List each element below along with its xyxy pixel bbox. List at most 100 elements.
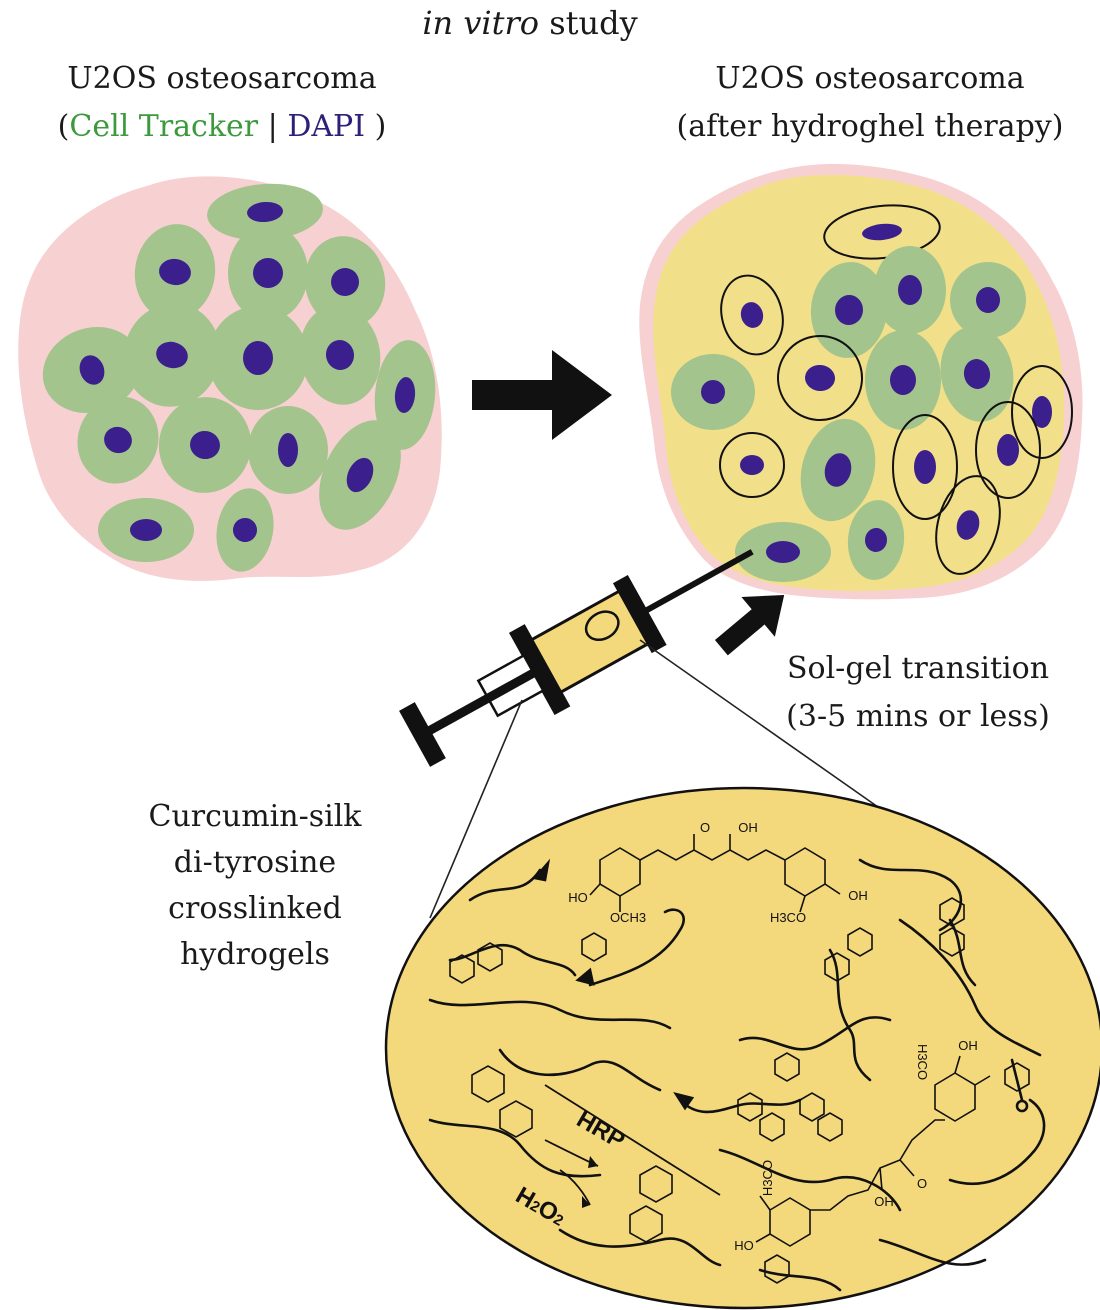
cell: [304, 236, 386, 328]
left-panel-title: U2OS osteosarcoma: [67, 61, 376, 96]
cell: [671, 354, 755, 430]
svg-text:crosslinked: crosslinked: [168, 891, 342, 926]
transition-time: (3-5 mins or less): [786, 699, 1050, 734]
cell-nucleus: [862, 223, 902, 241]
curcumin-hydroxyl-label: HO: [734, 1238, 754, 1253]
cell: [892, 414, 958, 520]
curcumin-enol-label: OH: [738, 820, 758, 835]
reaction-arrow: [559, 1169, 591, 1206]
cell-nucleus: [278, 433, 298, 467]
cell-nucleus: [976, 287, 1000, 313]
cell-nucleus: [331, 268, 359, 296]
cell: [865, 330, 941, 430]
cell-nucleus: [104, 426, 132, 454]
dapi-label: DAPI: [287, 109, 365, 144]
cell: [158, 397, 252, 493]
cell-nucleus: [890, 365, 916, 395]
cell-nucleus: [156, 341, 188, 369]
cell: [123, 303, 221, 407]
cell-nucleus: [394, 377, 416, 413]
cell-nucleus: [79, 355, 105, 385]
cell: [810, 262, 888, 358]
transition-label: Sol-gel transition: [787, 651, 1049, 686]
curcumin-methoxy-label: OCH3: [610, 910, 646, 925]
cell: [134, 224, 216, 320]
cell: [207, 183, 323, 241]
cell-body: [935, 475, 1001, 575]
reaction-divider: [544, 1084, 721, 1196]
cell-body: [1011, 365, 1073, 459]
cell-nucleus: [914, 450, 936, 484]
cell: [248, 406, 328, 494]
syringe-flange: [508, 624, 571, 716]
cell: [735, 522, 831, 582]
silk-fibroin-chains: [428, 858, 1046, 1292]
syringe-plunger-head: [399, 702, 446, 767]
cell-body: [892, 414, 958, 520]
cell: [77, 396, 159, 484]
cell: [847, 500, 905, 580]
cell-body: [719, 432, 785, 498]
untreated-tissue: [18, 176, 442, 581]
cell-tracker-label: Cell Tracker: [69, 109, 258, 144]
curcumin-molecule: [755, 1055, 991, 1247]
cell: [935, 475, 1001, 575]
svg-text:hydrogels: hydrogels: [180, 937, 330, 972]
cell-nucleus: [253, 258, 283, 288]
syringe-needle: [644, 549, 754, 614]
cell-group: [42, 183, 436, 572]
cell-nucleus: [325, 340, 355, 370]
curcumin-ketone-label: O: [917, 1176, 927, 1191]
curcumin-hydroxyl-label: OH: [848, 888, 868, 903]
tyrosine-rings: [449, 897, 1030, 1284]
cell: [228, 225, 308, 321]
cell-nucleus: [243, 341, 273, 375]
curcumin-methoxy-label: H3CO: [915, 1044, 930, 1080]
cell: [216, 488, 274, 572]
cell: [719, 432, 785, 498]
cell-nucleus: [346, 457, 374, 493]
cell-nucleus: [956, 510, 980, 540]
cell: [299, 305, 381, 405]
curcumin-molecule: [589, 834, 841, 913]
cell: [874, 246, 946, 334]
cell-nucleus: [701, 380, 725, 404]
syringe: [399, 549, 754, 767]
reaction-arrow-head: [582, 1196, 590, 1208]
cell: [720, 274, 784, 356]
cell: [208, 306, 308, 410]
cell: [823, 204, 941, 260]
cell: [374, 340, 436, 450]
cell-nucleus: [824, 453, 852, 487]
reaction-arrow-head: [588, 1156, 598, 1168]
cell: [98, 498, 194, 562]
cell-nucleus: [1032, 396, 1052, 428]
cell: [42, 326, 142, 414]
injection-arrow: [714, 595, 785, 656]
curcumin-methoxy-label: H3CO: [760, 1160, 775, 1196]
curcumin-methoxy-label: H3CO: [770, 910, 806, 925]
right-panel-title: U2OS osteosarcoma: [715, 61, 1024, 96]
cell-nucleus: [898, 275, 922, 305]
cell-nucleus: [864, 528, 888, 552]
cell-body: [823, 204, 941, 260]
cell-nucleus: [233, 518, 257, 542]
syringe-bubble: [584, 610, 620, 642]
hydrogel-zoom: O OH HO OCH3 H3CO OH OH H3CO O OH H3CO H…: [384, 786, 1100, 1310]
cell-nucleus: [997, 434, 1019, 466]
cell-body: [975, 401, 1041, 499]
svg-text:di-tyrosine: di-tyrosine: [174, 845, 336, 880]
cell-group: [671, 204, 1073, 582]
syringe-plunger-rod: [422, 669, 536, 738]
left-panel-stain-legend: (Cell Tracker | DAPI ): [58, 109, 387, 144]
cell-body: [777, 335, 863, 421]
zoom-lens: [384, 786, 1100, 1310]
cell: [950, 262, 1026, 338]
right-panel-subtitle: (after hydroghel therapy): [677, 109, 1064, 144]
syringe-needle-hub: [612, 574, 667, 654]
curcumin-hydroxyl-label: OH: [958, 1038, 978, 1053]
cell-nucleus: [766, 541, 800, 563]
cell: [1011, 365, 1073, 459]
cell-nucleus: [834, 295, 864, 325]
